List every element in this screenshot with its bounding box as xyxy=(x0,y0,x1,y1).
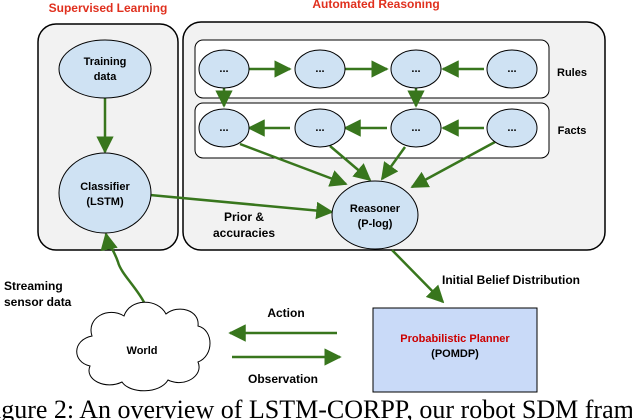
rule-node-2-label: ... xyxy=(315,63,324,75)
classifier-label-line2: (LSTM) xyxy=(86,196,124,208)
prior-accuracies-label-line1: Prior & xyxy=(224,210,264,224)
training-data-label-line1: Training xyxy=(84,56,127,68)
fact-reasoner-edge-4 xyxy=(410,140,496,189)
fact-node-1-label: ... xyxy=(219,122,228,134)
reasoner-label-line2: (P-log) xyxy=(358,218,393,230)
streaming-sensor-label-line1: Streaming xyxy=(4,279,63,293)
rules-row-label: Rules xyxy=(557,67,587,79)
fact-node-4-label: ... xyxy=(507,122,516,134)
fact-node-3-label: ... xyxy=(411,122,420,134)
prior-accuracies-label-line2: accuracies xyxy=(213,226,275,240)
planner-title: Probabilistic Planner xyxy=(400,333,510,345)
automated-reasoning-title: Automated Reasoning xyxy=(312,0,439,11)
probabilistic-planner-box xyxy=(372,307,538,393)
streaming-sensor-label-line2: sensor data xyxy=(4,295,72,309)
facts-row xyxy=(194,102,550,159)
action-label: Action xyxy=(267,306,304,320)
rule-node-4 xyxy=(486,49,538,89)
planner-subtitle: (POMDP) xyxy=(431,348,479,360)
classifier-reasoner-edge xyxy=(149,193,334,220)
fact-node-2 xyxy=(294,108,346,148)
fact-reasoner-edge-1 xyxy=(239,142,348,187)
facts-row-label: Facts xyxy=(558,125,587,137)
training-data-label-line2: data xyxy=(94,71,118,83)
supervised-learning-title: Supervised Learning xyxy=(49,1,168,15)
rule-node-4-label: ... xyxy=(507,63,516,75)
training-data-node xyxy=(58,39,152,99)
world-label: World xyxy=(127,345,158,357)
rule-node-2 xyxy=(294,49,346,89)
figure-caption: igure 2: An overview of LSTM-CORPP, our … xyxy=(0,395,632,420)
rule-node-1-label: ... xyxy=(219,63,228,75)
observation-label: Observation xyxy=(248,372,318,386)
classifier-label-line1: Classifier xyxy=(80,181,130,193)
rule-node-3 xyxy=(390,49,442,89)
rule-node-1 xyxy=(198,49,250,89)
fact-reasoner-edge-3 xyxy=(380,146,407,181)
fact-node-2-label: ... xyxy=(315,122,324,134)
reasoner-planner-edge xyxy=(391,249,445,304)
classifier-node xyxy=(58,152,152,234)
fact-node-3 xyxy=(390,108,442,148)
world-cloud xyxy=(76,301,211,392)
fact-node-4 xyxy=(486,108,538,148)
initial-belief-label: Initial Belief Distribution xyxy=(442,273,580,287)
rule-node-3-label: ... xyxy=(411,63,420,75)
fact-reasoner-edge-2 xyxy=(329,145,372,182)
reasoner-node xyxy=(331,180,419,250)
reasoner-label-line1: Reasoner xyxy=(350,203,401,215)
fact-node-1 xyxy=(198,108,250,148)
